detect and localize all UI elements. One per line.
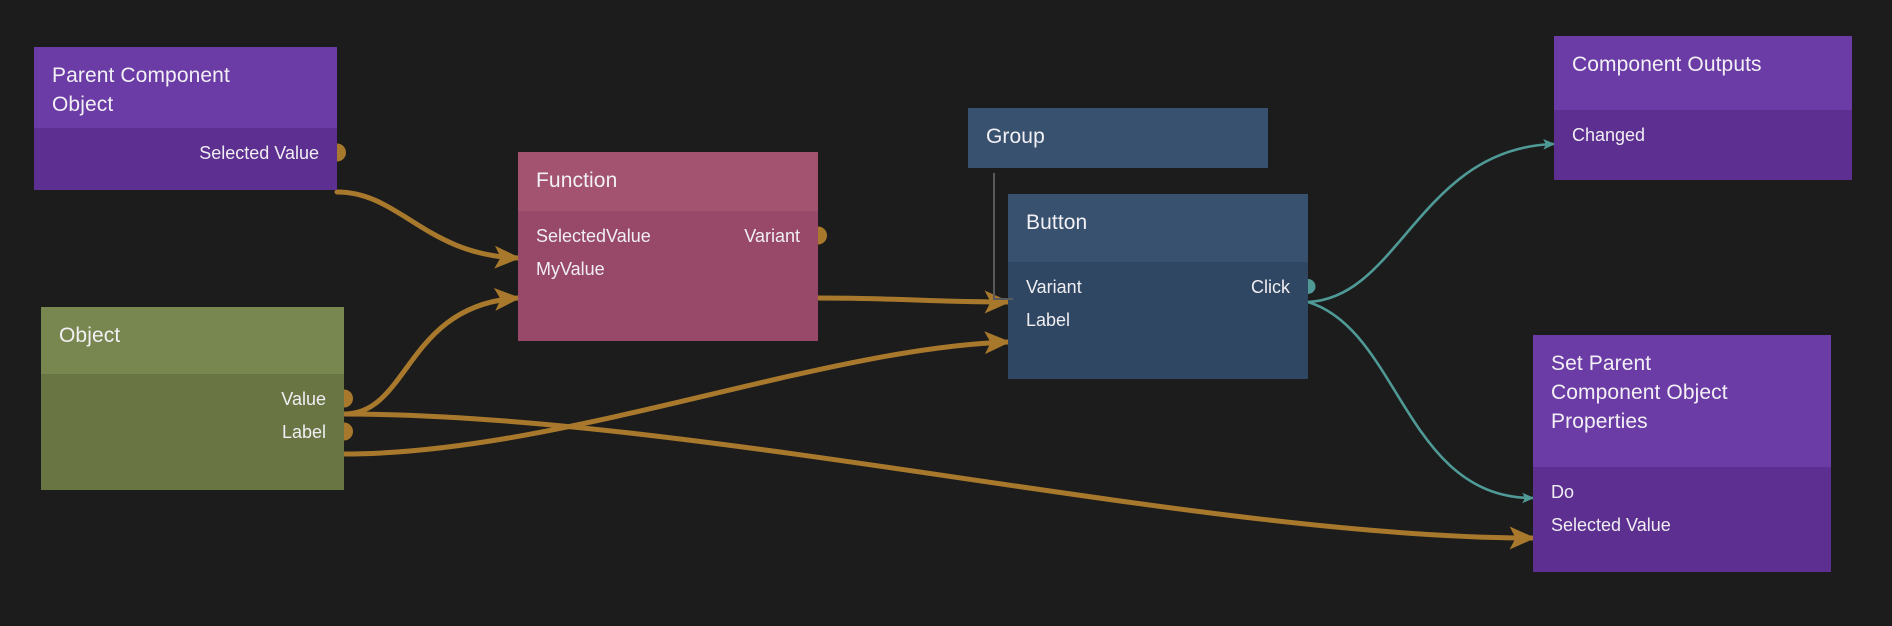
node-title: Function: [518, 152, 818, 211]
node-body: Selected Value: [34, 128, 337, 190]
output-port-value[interactable]: Value: [281, 388, 326, 409]
port-row: Do: [1533, 475, 1831, 508]
input-port-selected-value[interactable]: Selected Value: [1551, 514, 1671, 535]
node-title: Component Outputs: [1554, 36, 1852, 110]
input-port-do[interactable]: Do: [1551, 481, 1575, 502]
port-row: Variant Click: [1008, 270, 1308, 303]
wire-data[interactable]: [334, 189, 521, 269]
port-row: Selected Value: [34, 136, 337, 169]
port-row: MyValue: [518, 252, 818, 285]
node-group[interactable]: Group: [968, 108, 1268, 168]
port-row: Value: [41, 382, 344, 415]
port-row: Label: [41, 415, 344, 448]
node-title: Button: [1008, 194, 1308, 262]
node-body: Changed: [1554, 110, 1852, 180]
wire-signal[interactable]: [1306, 139, 1556, 304]
port-row: Changed: [1554, 118, 1852, 151]
wire-signal[interactable]: [1306, 300, 1535, 504]
output-port-click[interactable]: Click: [1251, 276, 1290, 297]
wire-data[interactable]: [341, 331, 1011, 457]
node-title: Parent Component Object: [34, 47, 337, 128]
output-port-label[interactable]: Label: [281, 421, 326, 442]
wire-data[interactable]: [341, 288, 521, 417]
input-port-label[interactable]: Label: [1026, 309, 1071, 330]
wire-data[interactable]: [341, 411, 1536, 550]
input-port-changed[interactable]: Changed: [1572, 124, 1646, 145]
port-row: Label: [1008, 303, 1308, 336]
port-row: Selected Value: [1533, 508, 1831, 541]
node-title: Set Parent Component Object Properties: [1533, 335, 1831, 467]
port-row: SelectedValue Variant: [518, 219, 818, 252]
input-port-variant[interactable]: Variant: [1026, 276, 1082, 297]
node-title: Group: [968, 108, 1268, 168]
input-port-myvalue[interactable]: MyValue: [536, 258, 605, 279]
output-port-selected-value[interactable]: Selected Value: [199, 142, 319, 163]
node-title: Object: [41, 307, 344, 374]
wire-data[interactable]: [815, 290, 1011, 314]
input-port-selectedvalue[interactable]: SelectedValue: [536, 225, 651, 246]
output-port-variant[interactable]: Variant: [744, 225, 800, 246]
